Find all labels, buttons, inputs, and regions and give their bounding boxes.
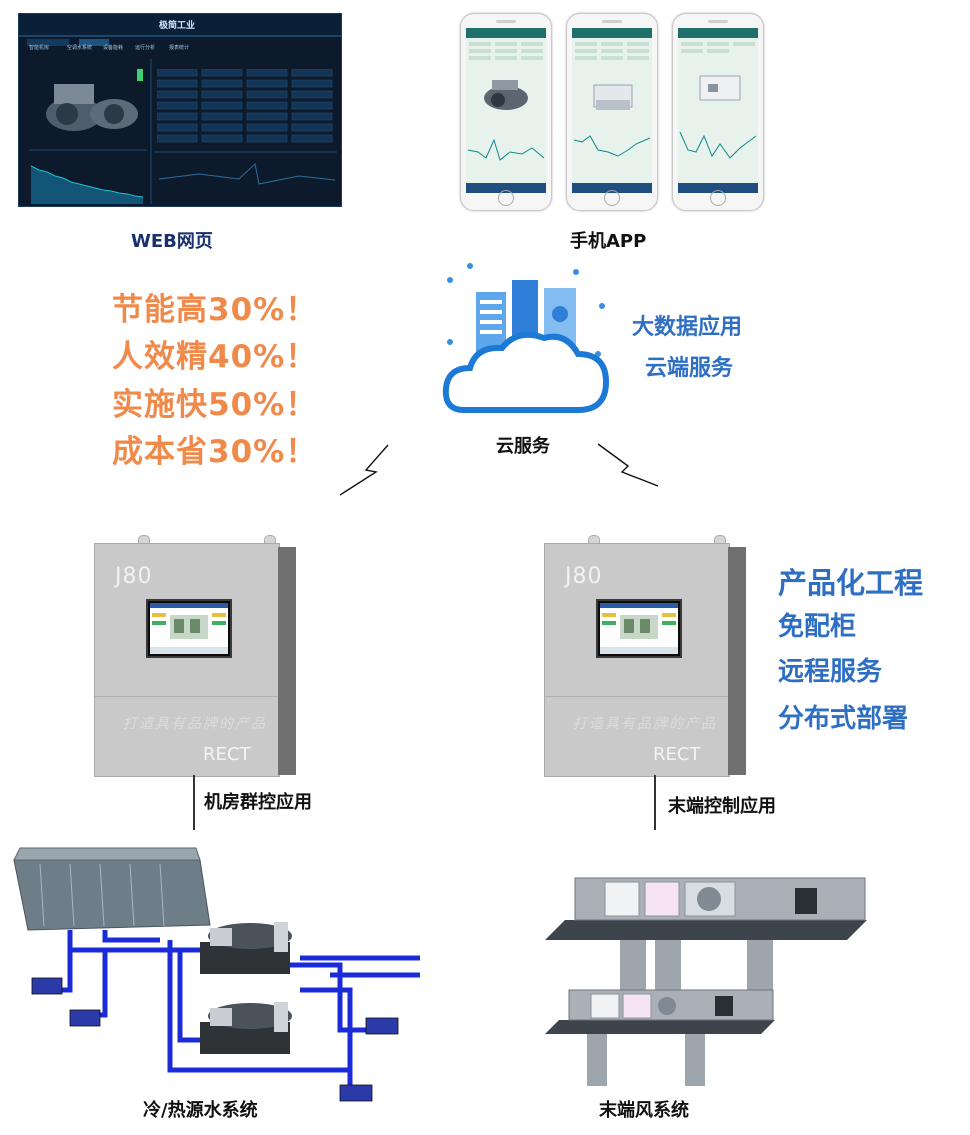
web-tab-label: 报表统计 — [169, 45, 190, 51]
controller-cabinet-right: J80 打造具有品牌的产品 RECT — [544, 535, 746, 777]
phone-app-content — [679, 42, 757, 159]
connector-line-right — [654, 775, 656, 830]
water-system-illustration — [13, 847, 420, 1102]
controller-cabinet-left: J80 打造具有品牌的产品 RECT — [94, 535, 296, 777]
cabinet-divider — [545, 696, 729, 697]
web-header-bar — [19, 14, 341, 36]
wireless-link-left-icon — [339, 444, 389, 496]
cabinet-brand: RECT — [653, 744, 701, 765]
phone-app-footer — [466, 183, 546, 193]
app-caption: 手机APP — [570, 231, 647, 252]
cabinet-front-panel: J80 打造具有品牌的产品 RECT — [94, 543, 280, 777]
cabinet-brand: RECT — [203, 744, 251, 765]
phone-app-footer — [678, 183, 758, 193]
phone-screen — [678, 28, 758, 193]
product-feature-title: 产品化工程 — [778, 566, 924, 600]
cabinet-touchscreen — [596, 599, 682, 658]
promo-line-efficiency: 人效精40%！ — [112, 339, 318, 375]
phone-speaker — [496, 20, 516, 23]
web-tab-label: 智能机房 — [29, 45, 50, 51]
phone-speaker — [708, 20, 728, 23]
phone-home-button — [710, 190, 726, 206]
product-feature-distributed: 分布式部署 — [778, 704, 909, 734]
cabinet-front-panel: J80 打造具有品牌的产品 RECT — [544, 543, 730, 777]
promo-line-speed: 实施快50%！ — [112, 387, 318, 423]
web-tab-label: 设备能耗 — [103, 45, 124, 51]
cabinet-divider — [95, 696, 279, 697]
web-dashboard-graphics — [19, 35, 341, 204]
phone-app-header — [678, 28, 758, 38]
phone-app-3 — [672, 13, 764, 211]
cabinet-model: J80 — [565, 564, 603, 589]
connector-line-left — [193, 775, 195, 830]
cloud-feature-service: 云端服务 — [645, 356, 734, 381]
air-system-caption: 末端风系统 — [599, 1100, 689, 1121]
cloud-feature-bigdata: 大数据应用 — [632, 315, 743, 340]
phone-speaker — [602, 20, 622, 23]
web-tab-label: 运行分析 — [135, 45, 156, 51]
product-feature-no-cabinet: 免配柜 — [778, 612, 857, 642]
phone-app-1 — [460, 13, 552, 211]
cabinet-side-panel — [278, 547, 296, 775]
water-system-caption: 冷/热源水系统 — [143, 1100, 258, 1121]
web-dashboard-screenshot: 极简工业 — [18, 13, 342, 207]
web-caption: WEB网页 — [131, 231, 213, 252]
phone-home-button — [498, 190, 514, 206]
cabinet-touchscreen — [146, 599, 232, 658]
right-cabinet-caption: 末端控制应用 — [668, 796, 776, 817]
phone-app-header — [466, 28, 546, 38]
phone-app-content — [467, 42, 545, 161]
cloud-service-label: 云服务 — [496, 436, 550, 457]
cabinet-slogan: 打造具有品牌的产品 — [123, 716, 267, 732]
phone-screen — [466, 28, 546, 193]
promo-line-energy: 节能高30%！ — [112, 292, 318, 328]
cloud-service-icon — [442, 263, 610, 413]
phone-home-button — [604, 190, 620, 206]
web-tab-label: 空调水系统 — [67, 45, 93, 51]
phone-app-2 — [566, 13, 658, 211]
wireless-link-right-icon — [597, 443, 659, 487]
web-brand: 极简工业 — [159, 21, 196, 31]
phone-app-header — [572, 28, 652, 38]
cabinet-slogan: 打造具有品牌的产品 — [573, 716, 717, 732]
promo-line-cost: 成本省30%！ — [112, 434, 318, 470]
air-system-illustration — [545, 877, 867, 1086]
left-cabinet-caption: 机房群控应用 — [204, 792, 312, 813]
phone-screen — [572, 28, 652, 193]
cabinet-side-panel — [728, 547, 746, 775]
cabinet-model: J80 — [115, 564, 153, 589]
product-feature-remote: 远程服务 — [778, 657, 883, 687]
phone-app-footer — [572, 183, 652, 193]
web-data-grid — [156, 68, 335, 149]
phone-app-content — [573, 42, 651, 157]
